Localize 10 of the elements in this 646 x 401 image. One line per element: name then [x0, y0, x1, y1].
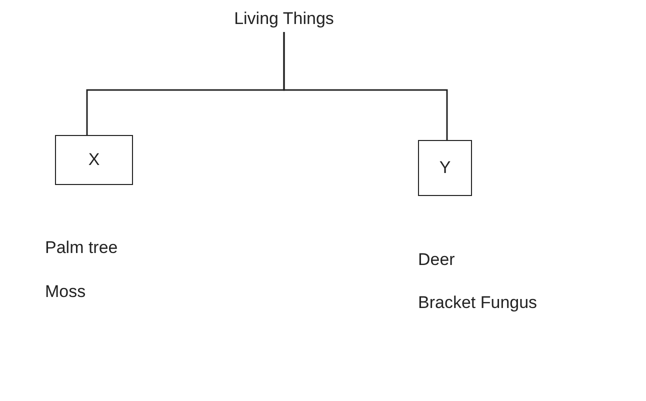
category-box: [418, 140, 472, 196]
example-label: Moss: [45, 282, 86, 302]
connector-line: [283, 32, 448, 140]
node-label: Living Things: [234, 9, 334, 29]
example-label: Palm tree: [45, 238, 118, 258]
node-label: X: [88, 150, 100, 170]
example-label: Deer: [418, 250, 455, 270]
example-label: Bracket Fungus: [418, 293, 538, 313]
category-box: [55, 135, 133, 185]
node-label: Y: [439, 158, 451, 178]
